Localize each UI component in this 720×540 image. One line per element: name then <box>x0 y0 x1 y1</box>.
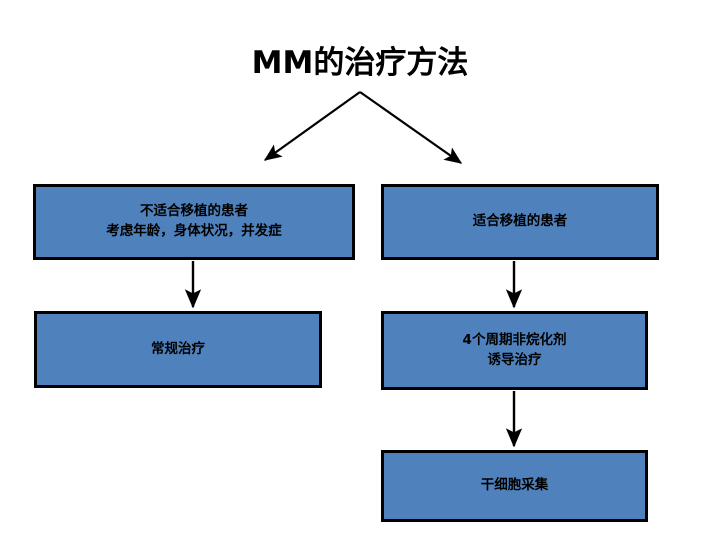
node-nontransplant-patients[interactable]: 不适合移植的患者 考虑年龄，身体状况，并发症 <box>33 184 355 260</box>
node-stem-cell-harvest[interactable]: 干细胞采集 <box>381 450 648 522</box>
connector-title-to-nontransplant <box>263 91 361 161</box>
connector-title-to-transplant <box>359 91 463 164</box>
node-transplant-eligible-patients[interactable]: 适合移植的患者 <box>381 184 659 260</box>
page-title: MM的治疗方法 <box>251 45 469 81</box>
node-induction-therapy[interactable]: 4个周期非烷化剂 诱导治疗 <box>381 311 648 390</box>
node-conventional-therapy[interactable]: 常规治疗 <box>34 311 322 388</box>
